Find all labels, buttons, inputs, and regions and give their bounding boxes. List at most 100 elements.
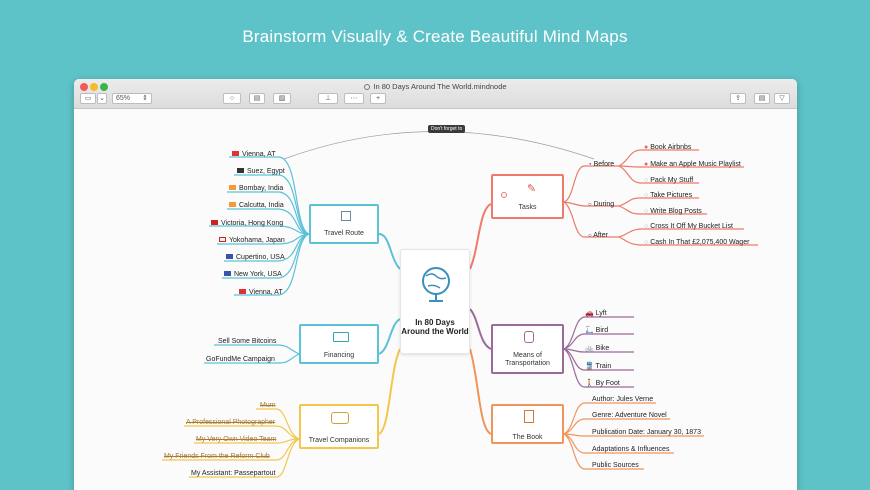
tasks-during-label[interactable]: ○ During <box>588 201 615 208</box>
flag-icon <box>229 185 236 190</box>
zoom-select[interactable]: 65%⇕ <box>112 93 152 104</box>
list-item[interactable]: Vienna, AT <box>239 289 283 297</box>
unchecked-icon[interactable]: ○ <box>644 239 649 246</box>
task-item[interactable]: ○ Cash In That £2,075,400 Wager <box>644 239 750 246</box>
flag-icon <box>211 220 218 225</box>
unchecked-icon[interactable]: ○ <box>644 208 649 215</box>
tasks-after-label[interactable]: ○ After <box>588 232 608 239</box>
list-item[interactable]: Publication Date: January 30, 1873 <box>592 429 701 436</box>
list-item[interactable]: Sell Some Bitcoins <box>218 338 277 345</box>
money-icon <box>333 332 349 342</box>
tasks-node[interactable]: ✎ Tasks <box>491 174 564 219</box>
walking-icon: 🚶 <box>585 380 594 387</box>
checked-icon[interactable]: ● <box>644 144 649 151</box>
list-item[interactable]: A Professional Photographer <box>186 419 276 426</box>
list-item[interactable]: Cupertino, USA <box>226 254 285 262</box>
tasks-title: Tasks <box>518 204 537 211</box>
travel-companions-node[interactable]: Travel Companions <box>299 404 379 449</box>
central-node-title: In 80 Days Around the World <box>401 318 469 336</box>
list-item[interactable]: My Very Own Video Team <box>196 436 277 443</box>
flag-icon <box>229 202 236 207</box>
note-button[interactable]: ▤ <box>249 93 265 104</box>
add-main-node-button[interactable]: + <box>370 93 386 104</box>
tasks-before-label[interactable]: ◔ Before <box>588 161 615 168</box>
list-item[interactable]: Suez, Egypt <box>237 168 285 176</box>
progress-icon: ○ <box>588 233 592 239</box>
check-button[interactable]: ○ <box>223 93 241 104</box>
task-item[interactable]: ● Make an Apple Music Playlist <box>644 161 741 168</box>
list-item[interactable]: GoFundMe Campaign <box>206 356 275 363</box>
list-item[interactable]: My Assistant: Passepartout <box>191 470 276 477</box>
mind-map-canvas[interactable]: Don't forget to In 80 Days Around the Wo… <box>74 109 797 490</box>
central-node[interactable]: In 80 Days Around the World <box>400 249 470 354</box>
transportation-node[interactable]: Means of Transportation <box>491 324 564 374</box>
checked-icon[interactable]: ● <box>644 161 649 168</box>
unchecked-icon[interactable]: ○ <box>644 177 649 184</box>
add-node-button[interactable]: ⊥ <box>318 93 338 104</box>
transportation-title: Means of Transportation <box>505 352 550 367</box>
app-window: In 80 Days Around The World.mindnode ▭ ⌄… <box>74 79 797 490</box>
flag-icon <box>232 151 239 156</box>
list-item[interactable]: 🚆 Train <box>585 363 612 370</box>
outline-button[interactable]: ▤ <box>754 93 770 104</box>
list-item[interactable]: 🛴 Bird <box>585 327 609 334</box>
list-item[interactable]: Genre: Adventure Novel <box>592 412 667 419</box>
zoom-value: 65% <box>116 95 131 102</box>
globe-icon <box>422 267 450 302</box>
sidebar-menu-button[interactable]: ⌄ <box>97 93 107 104</box>
close-button[interactable] <box>80 83 88 91</box>
list-item[interactable]: New York, USA <box>224 271 282 279</box>
financing-title: Financing <box>323 352 355 359</box>
list-item[interactable]: Adaptations & Influences <box>592 446 670 453</box>
sidebar-toggle-button[interactable]: ▭ <box>80 93 96 104</box>
inspector-icon: ▽ <box>779 95 785 102</box>
list-item[interactable]: Mum <box>260 402 276 409</box>
financing-node[interactable]: Financing <box>299 324 379 364</box>
note-icon: ▤ <box>253 95 261 102</box>
image-button[interactable]: ▨ <box>273 93 291 104</box>
share-icon: ⇪ <box>735 95 741 102</box>
share-button[interactable]: ⇪ <box>730 93 746 104</box>
flag-icon <box>224 271 231 276</box>
list-item[interactable]: 🚗 Lyft <box>585 310 607 317</box>
flag-icon <box>237 168 244 173</box>
task-item[interactable]: ○ Cross It Off My Bucket List <box>644 223 733 230</box>
unchecked-icon[interactable]: ○ <box>644 192 649 199</box>
list-item[interactable]: Victoria, Hong Kong <box>211 220 283 228</box>
plus-icon: + <box>375 95 381 102</box>
book-node[interactable]: The Book <box>491 404 564 444</box>
list-item[interactable]: Author: Jules Verne <box>592 396 654 403</box>
task-item[interactable]: ○ Pack My Stuff <box>644 177 694 184</box>
travel-route-node[interactable]: Travel Route <box>309 204 379 244</box>
connect-button[interactable]: ⋯ <box>344 93 364 104</box>
list-item[interactable]: Calcutta, India <box>229 202 284 210</box>
list-item[interactable]: My Friends From the Reform Club <box>164 453 270 460</box>
inspector-button[interactable]: ▽ <box>774 93 790 104</box>
train-icon: 🚆 <box>585 363 594 370</box>
scooter-icon: 🛴 <box>585 327 594 334</box>
people-icon <box>331 412 349 424</box>
bike-icon: 🚲 <box>585 345 594 352</box>
car-icon: 🚗 <box>585 310 594 317</box>
list-item[interactable]: 🚶 By Foot <box>585 380 620 387</box>
task-item[interactable]: ○ Take Pictures <box>644 192 693 199</box>
zoom-button[interactable] <box>100 83 108 91</box>
list-item[interactable]: Public Sources <box>592 462 639 469</box>
list-item[interactable]: Vienna, AT <box>232 151 276 159</box>
outline-icon: ▤ <box>758 95 766 102</box>
cross-connection-label[interactable]: Don't forget to <box>428 125 466 133</box>
connect-icon: ⋯ <box>350 95 358 102</box>
document-icon <box>364 84 371 90</box>
pin-icon: ✎ <box>527 183 537 195</box>
progress-icon: ◔ <box>588 162 592 168</box>
cross-connection-line <box>283 131 595 160</box>
task-item[interactable]: ● Book Airbnbs <box>644 144 692 151</box>
list-item[interactable]: Bombay, India <box>229 185 283 193</box>
task-item[interactable]: ○ Write Blog Posts <box>644 208 702 215</box>
list-item[interactable]: 🚲 Bike <box>585 345 610 352</box>
flag-icon <box>239 289 246 294</box>
unchecked-icon[interactable]: ○ <box>644 223 649 230</box>
list-item[interactable]: Yokohama, Japan <box>219 237 285 245</box>
minimize-button[interactable] <box>90 83 98 91</box>
book-icon <box>524 410 534 423</box>
